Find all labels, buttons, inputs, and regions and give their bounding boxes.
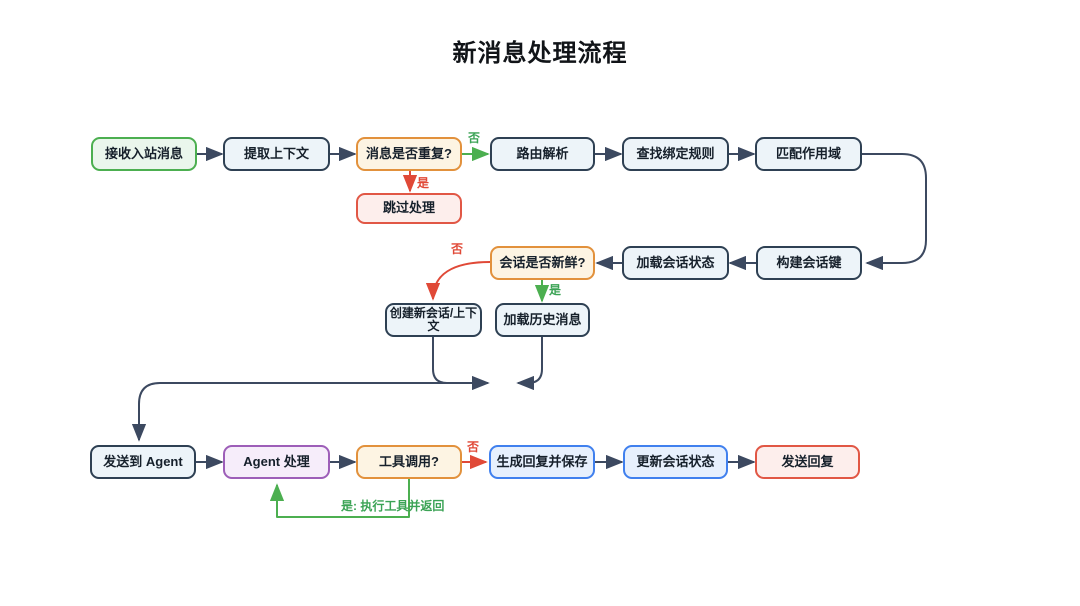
edge-label-tool-no: 否: [467, 440, 480, 454]
arrow-tool-yes-loop: [269, 479, 410, 518]
edge-label-dup-yes: 是: [417, 176, 430, 190]
edge-label-dup-no: 否: [468, 131, 481, 145]
arrow-history-to-merge: [516, 337, 543, 391]
arrow-create-to-merge: [432, 337, 490, 391]
node-tool-call-decision: 工具调用?: [356, 445, 462, 479]
node-match-scope: 匹配作用域: [755, 137, 862, 171]
node-load-session-state: 加载会话状态: [622, 246, 729, 280]
edge-label-tool-yes: 是: 执行工具并返回: [341, 499, 445, 513]
node-update-session-state: 更新会话状态: [623, 445, 728, 479]
edge-label-fresh-yes: 是: [549, 283, 562, 297]
page-title: 新消息处理流程: [452, 40, 628, 67]
node-is-duplicate-decision: 消息是否重复?: [356, 137, 462, 171]
node-generate-reply-and-save: 生成回复并保存: [489, 445, 595, 479]
node-receive-inbound-message: 接收入站消息: [91, 137, 197, 171]
node-skip-processing: 跳过处理: [356, 193, 462, 224]
node-build-session-key: 构建会话键: [756, 246, 862, 280]
node-route-parse: 路由解析: [490, 137, 595, 171]
node-is-session-fresh-decision: 会话是否新鲜?: [490, 246, 595, 280]
arrow-fresh-no: [425, 261, 491, 301]
arrow-merge-to-agent: [131, 382, 484, 442]
node-find-binding-rules: 查找绑定规则: [622, 137, 729, 171]
node-extract-context: 提取上下文: [223, 137, 330, 171]
node-agent-process: Agent 处理: [223, 445, 330, 479]
arrow-match-to-buildkey: [862, 153, 927, 271]
edge-label-fresh-no: 否: [451, 242, 464, 256]
node-load-history-messages: 加载历史消息: [495, 303, 590, 337]
node-create-new-session-context: 创建新会话/上下文: [385, 303, 482, 337]
node-send-reply: 发送回复: [755, 445, 860, 479]
node-send-to-agent: 发送到 Agent: [90, 445, 196, 479]
